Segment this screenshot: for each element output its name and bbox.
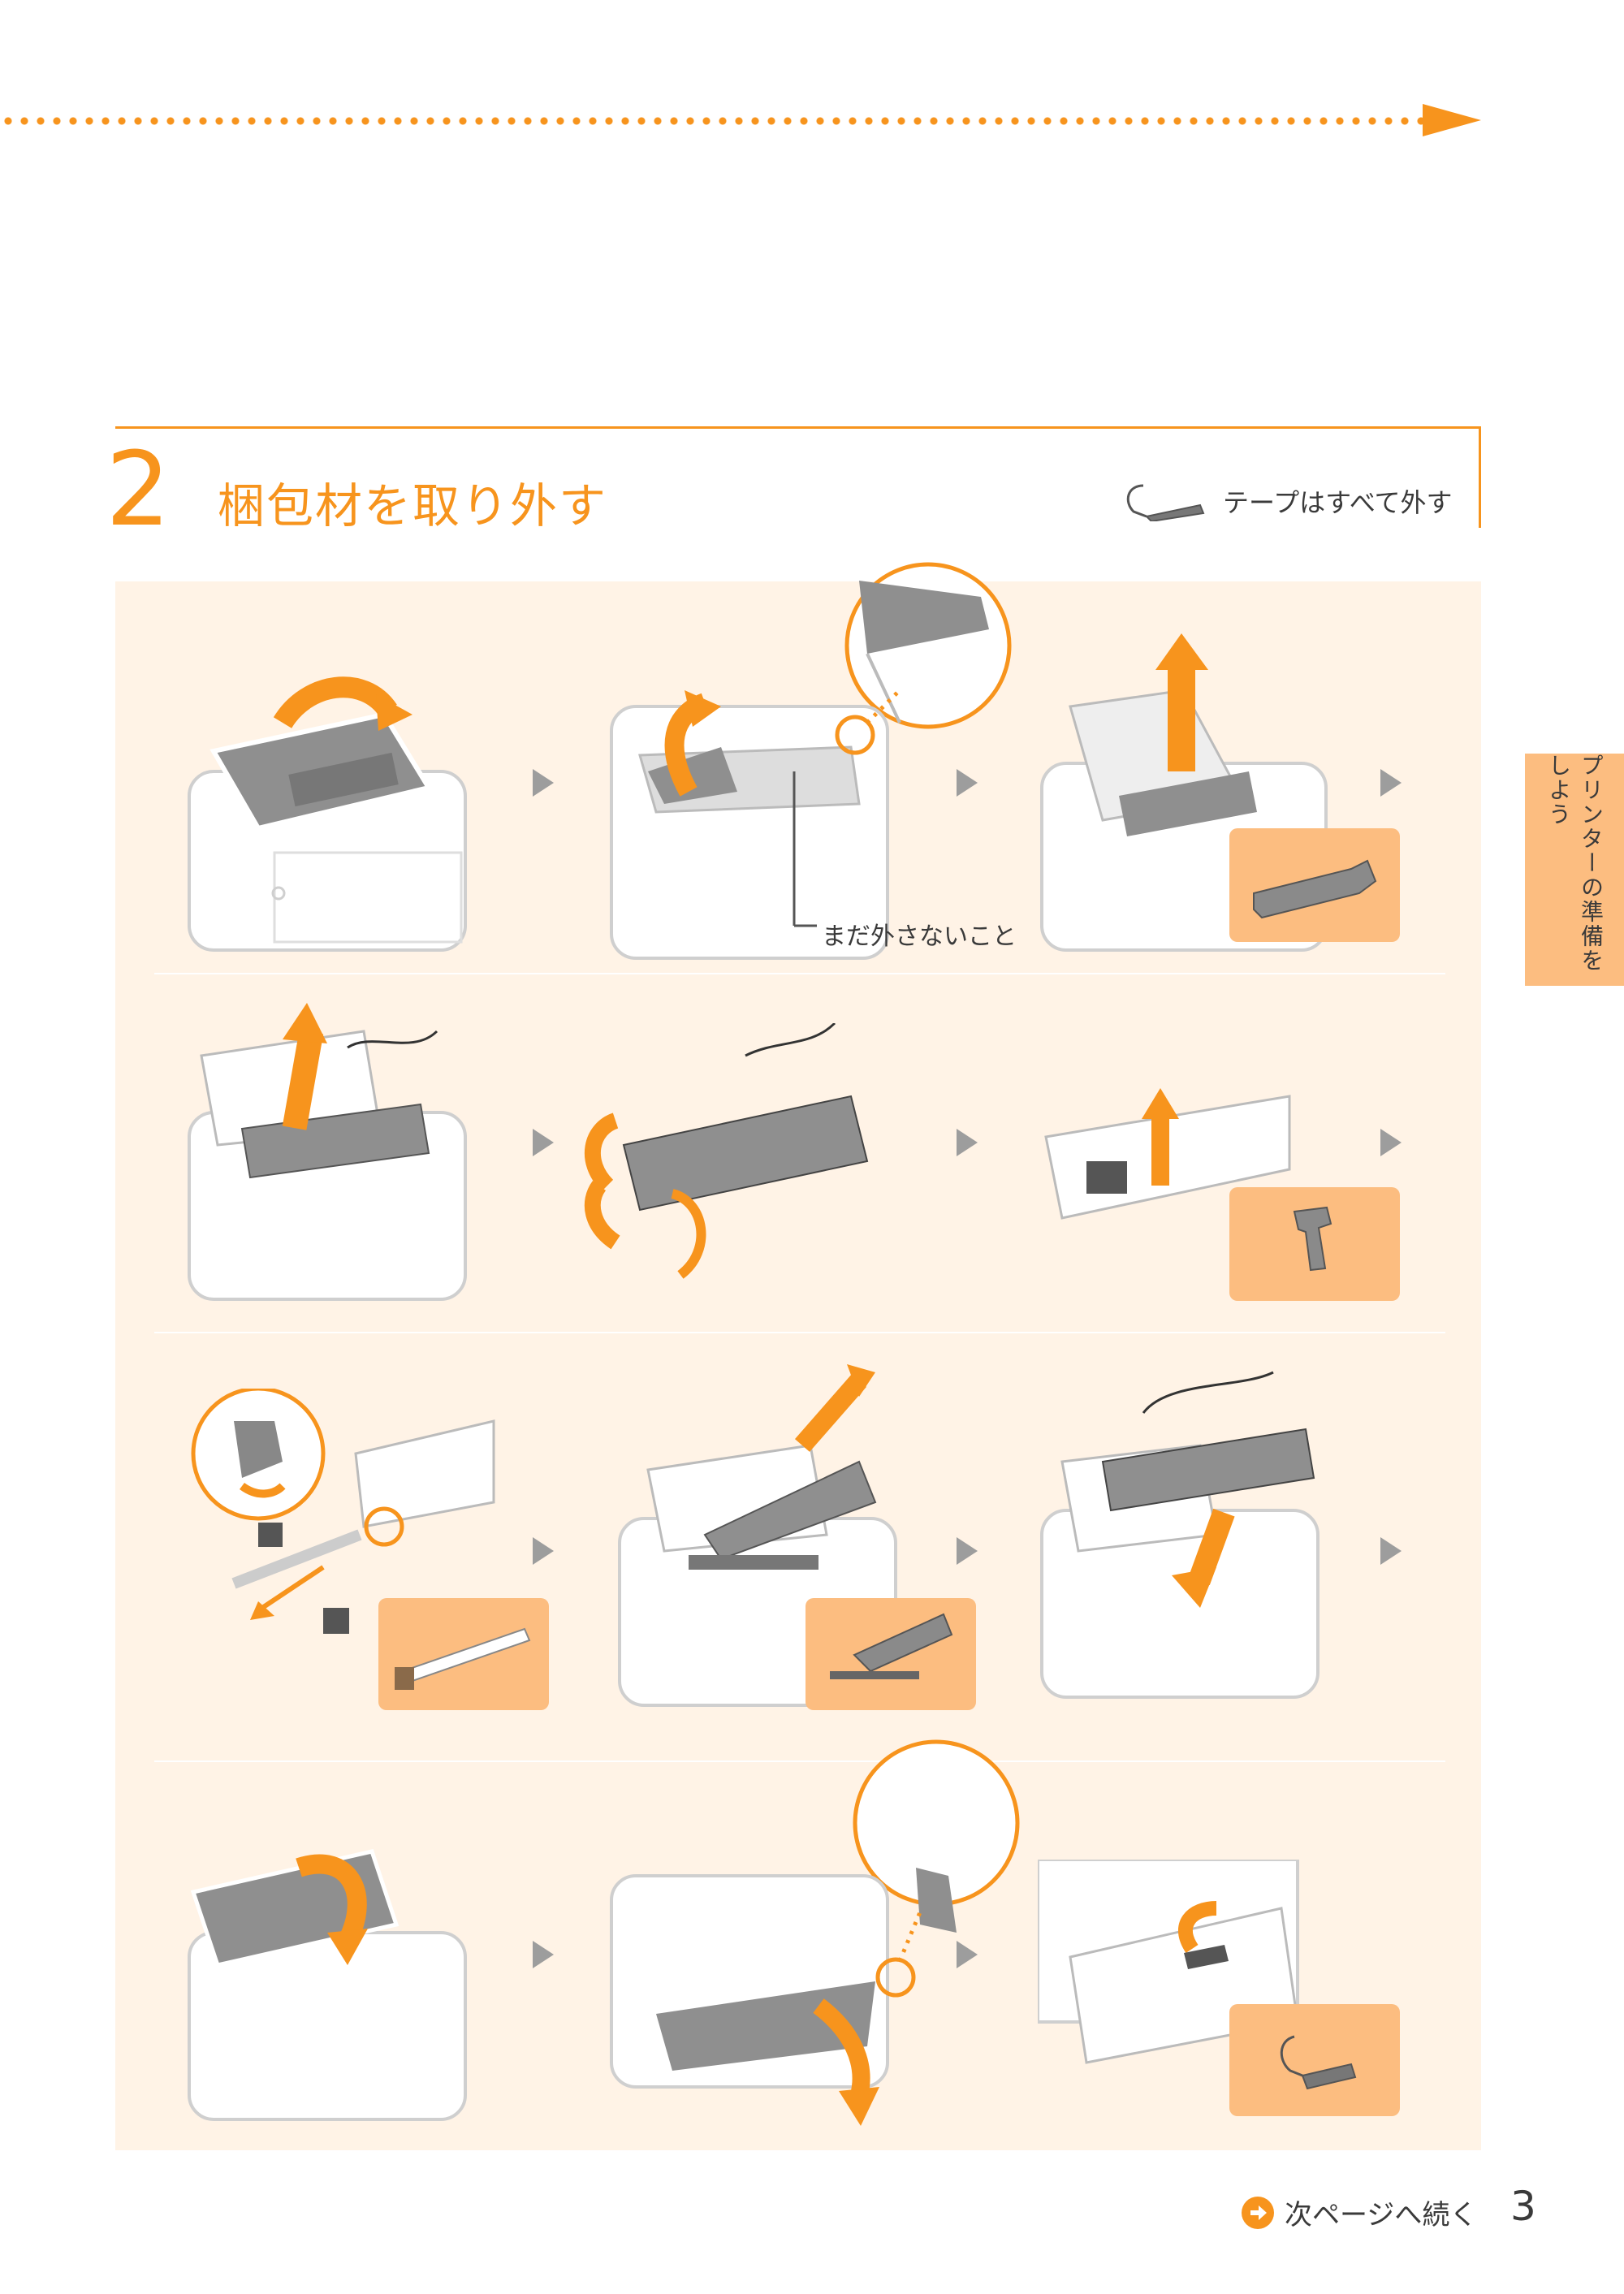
tape-icon: [1126, 484, 1205, 521]
side-tab-label: プリンターの準備をしよう: [1545, 754, 1605, 973]
step-arrow-icon: [533, 769, 554, 797]
illustration-shake-cartridge: [584, 1023, 869, 1279]
detail-box-packing-piece: [1229, 828, 1400, 942]
illustration-remove-insert: [618, 1364, 897, 1707]
illustration-open-front-cover: [610, 1739, 1020, 2126]
section-rule: [115, 426, 1481, 429]
sealing-tape-icon: [395, 1627, 531, 1690]
illustration-lift-packing: [1040, 633, 1328, 952]
side-tab: プリンターの準備をしよう: [1525, 754, 1624, 986]
detail-box-protective-part: [1229, 1187, 1400, 1301]
illustration-remove-tab: [610, 562, 1012, 960]
protective-part-icon: [1293, 1206, 1332, 1272]
detail-box-insert: [806, 1598, 976, 1710]
step-arrow-icon: [957, 1537, 978, 1565]
step-arrow-icon: [1380, 1129, 1402, 1156]
page-number: 3: [1510, 2183, 1536, 2230]
do-not-remove-label: まだ外さないこと: [822, 922, 1017, 951]
step-arrow-icon: [1380, 1537, 1402, 1565]
footer-continue: 次ページへ続く: [1241, 2192, 1477, 2232]
row-divider: [154, 973, 1445, 974]
tape-icon: [1280, 2035, 1357, 2090]
illustration-insert-cartridge: [1040, 1371, 1320, 1699]
step-arrow-icon: [957, 769, 978, 797]
insert-icon: [830, 1613, 953, 1679]
step-arrow-icon: [533, 1537, 554, 1565]
illustration-remove-tray-tape: [1038, 1860, 1299, 2064]
illustration-remove-cartridge: [188, 1003, 467, 1301]
row-divider: [154, 1332, 1445, 1333]
illustration-pull-sealing-tape: [191, 1389, 495, 1634]
step-number: 2: [106, 430, 171, 549]
section-rule-side: [1479, 426, 1481, 528]
top-arrowhead-icon: [1423, 104, 1481, 136]
footer-next-label: 次ページへ続く: [1285, 2199, 1478, 2231]
arrow-right-circle-icon: [1242, 2196, 1274, 2229]
step-title: 梱包材を取り外す: [218, 478, 608, 534]
packing-piece-icon: [1253, 859, 1377, 919]
step-arrow-icon: [533, 1941, 554, 1968]
detail-box-sealing-tape: [378, 1598, 549, 1710]
tape-note: テープはすべて外す: [1119, 481, 1453, 521]
illustration-remove-protective-part: [1044, 1088, 1291, 1220]
top-dotted-line: [0, 115, 1429, 127]
step-arrow-icon: [1380, 769, 1402, 797]
illustration-close-cover: [188, 1849, 467, 2121]
step-arrow-icon: [957, 1941, 978, 1968]
illustration-open-cover: [188, 676, 467, 952]
step-arrow-icon: [533, 1129, 554, 1156]
tape-note-label: テープはすべて外す: [1223, 487, 1453, 518]
row-divider: [154, 1760, 1445, 1762]
step-arrow-icon: [957, 1129, 978, 1156]
detail-box-tape: [1229, 2004, 1400, 2116]
